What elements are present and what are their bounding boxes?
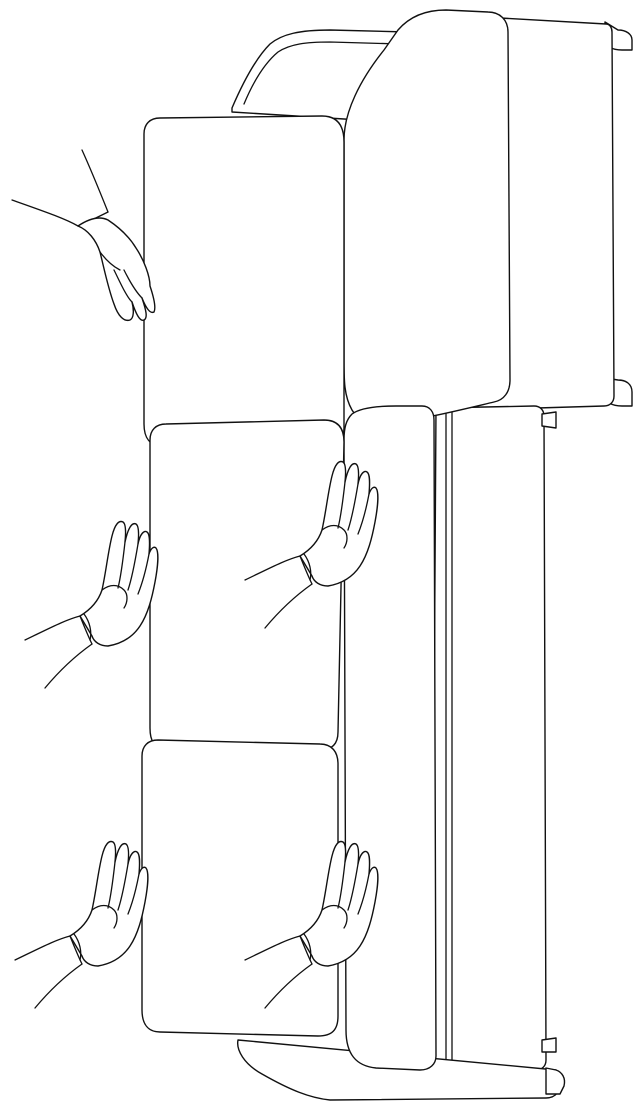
hand-middle-left <box>25 522 158 688</box>
long-base <box>432 406 546 1070</box>
seat-cushion-middle <box>150 420 344 750</box>
hand-top-left <box>12 150 155 320</box>
back-cushion <box>344 10 510 424</box>
hand-bottom-left <box>15 842 148 1008</box>
bracket-bottom <box>542 1038 556 1052</box>
bottom-foot <box>546 1068 565 1094</box>
seat-cushion-bottom <box>142 740 338 1036</box>
seat-cushion-top <box>144 116 344 448</box>
bracket-top <box>542 412 556 428</box>
